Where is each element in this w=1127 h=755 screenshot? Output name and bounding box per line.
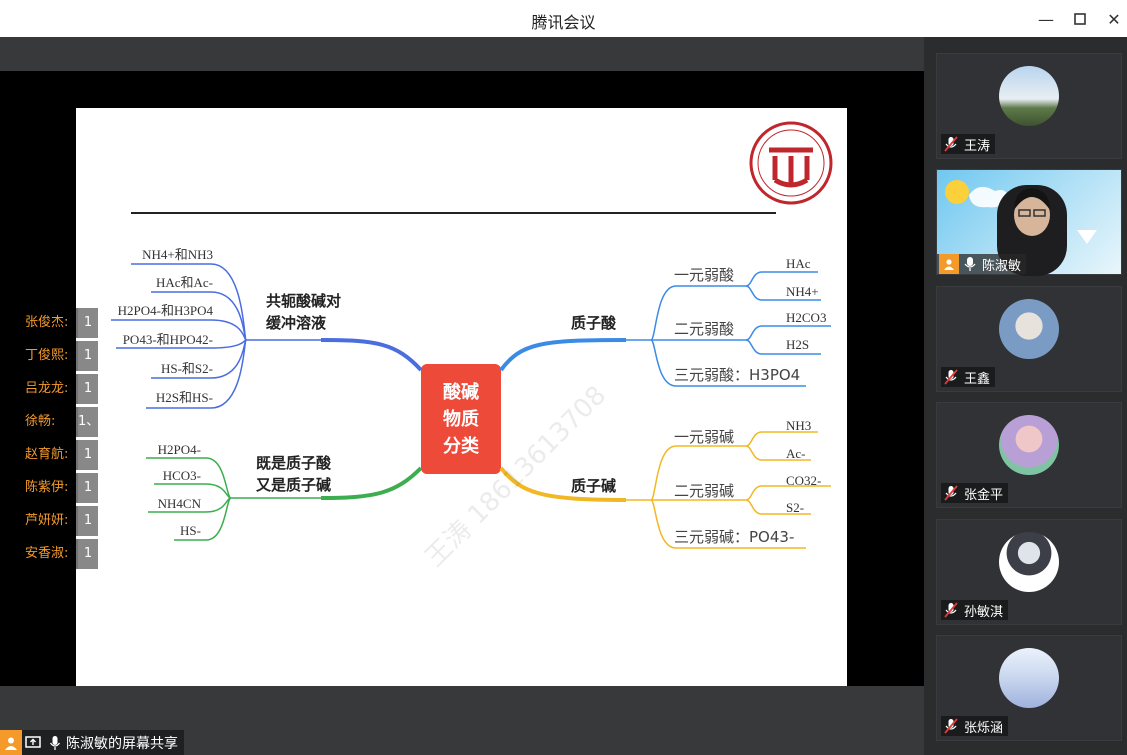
participant-name: 王涛 bbox=[964, 138, 991, 154]
mic-muted-icon bbox=[944, 602, 958, 618]
proton-base-title: 质子碱 bbox=[571, 477, 616, 495]
participant-tile[interactable]: 王涛 bbox=[936, 53, 1122, 159]
amphoteric-item: H2PO4- bbox=[158, 442, 201, 457]
share-label: 陈淑敏的屏幕共享 bbox=[66, 735, 178, 752]
base-item: S2- bbox=[786, 500, 804, 515]
avatar bbox=[999, 648, 1059, 708]
base-group-3: 三元弱碱：PO43- bbox=[674, 528, 794, 546]
video-feed bbox=[945, 180, 1097, 276]
chat-text: 1 bbox=[78, 341, 98, 371]
minimize-icon[interactable]: — bbox=[1038, 9, 1054, 29]
chat-message: 赵育航:1 bbox=[14, 440, 98, 470]
amphoteric-item: NH4CN bbox=[158, 496, 202, 511]
acid-item: HAc bbox=[786, 256, 811, 271]
conjugate-title-1: 共轭酸碱对 bbox=[266, 292, 341, 310]
screen-share-icon bbox=[22, 730, 44, 755]
participant-name: 孙敏淇 bbox=[964, 604, 1004, 620]
avatar bbox=[999, 415, 1059, 475]
microphone-icon bbox=[44, 730, 66, 755]
chat-sender: 安香淑: bbox=[14, 539, 78, 569]
participant-name: 王鑫 bbox=[964, 371, 991, 387]
center-node bbox=[421, 364, 501, 474]
base-group-1: 一元弱碱 bbox=[674, 428, 734, 446]
conjugate-item: H2S和HS- bbox=[156, 390, 213, 405]
chat-message: 陈紫伊:1 bbox=[14, 473, 98, 503]
university-logo bbox=[749, 121, 833, 205]
chat-sender: 徐畅: bbox=[14, 407, 78, 437]
chat-sender: 丁俊熙: bbox=[14, 341, 78, 371]
acid-group-2: 二元弱酸 bbox=[674, 320, 734, 338]
microphone-icon bbox=[964, 257, 976, 271]
amphoteric-title-2: 又是质子碱 bbox=[256, 476, 331, 494]
chat-text: 1、 bbox=[78, 407, 99, 437]
chat-text: 1 bbox=[78, 308, 98, 338]
avatar bbox=[999, 66, 1059, 126]
base-item: Ac- bbox=[786, 446, 806, 461]
chat-text: 1 bbox=[78, 440, 98, 470]
amphoteric-title-1: 既是质子酸 bbox=[256, 454, 332, 472]
conjugate-item: HAc和Ac- bbox=[156, 275, 213, 290]
chat-text: 1 bbox=[78, 374, 98, 404]
base-item: NH3 bbox=[786, 418, 811, 433]
participant-name: 张金平 bbox=[964, 487, 1004, 503]
participant-name: 张烁涵 bbox=[964, 720, 1004, 736]
participant-name: 陈淑敏 bbox=[982, 258, 1022, 274]
acid-item: NH4+ bbox=[786, 284, 819, 299]
host-icon bbox=[939, 254, 959, 274]
participant-tile[interactable]: 张金平 bbox=[936, 402, 1122, 508]
conjugate-title-2: 缓冲溶液 bbox=[266, 314, 327, 332]
conjugate-item: PO43-和HPO42- bbox=[123, 332, 213, 347]
conjugate-item: NH4+和NH3 bbox=[142, 247, 213, 262]
avatar bbox=[999, 532, 1059, 592]
avatar bbox=[999, 299, 1059, 359]
chat-overlay: 张俊杰:1 丁俊熙:1 吕龙龙:1 徐畅:1、 赵育航:1 陈紫伊:1 芦妍妍:… bbox=[14, 308, 99, 572]
chat-text: 1 bbox=[78, 539, 98, 569]
acid-item: H2CO3 bbox=[786, 310, 826, 325]
chat-sender: 芦妍妍: bbox=[14, 506, 78, 536]
chat-sender: 陈紫伊: bbox=[14, 473, 78, 503]
mic-muted-icon bbox=[944, 136, 958, 152]
amphoteric-item: HS- bbox=[180, 523, 201, 538]
chat-message: 安香淑:1 bbox=[14, 539, 98, 569]
participant-panel: 王涛 陈淑敏 王鑫 张金平 孙敏淇 张烁涵 bbox=[924, 37, 1127, 755]
chat-message: 吕龙龙:1 bbox=[14, 374, 98, 404]
mic-muted-icon bbox=[944, 718, 958, 734]
chat-sender: 赵育航: bbox=[14, 440, 78, 470]
mic-muted-icon bbox=[944, 369, 958, 385]
conjugate-item: H2PO4-和H3PO4 bbox=[118, 303, 214, 318]
chat-sender: 吕龙龙: bbox=[14, 374, 78, 404]
title-bar: 腾讯会议 — ✕ bbox=[0, 0, 1127, 37]
participant-tile-video[interactable]: 陈淑敏 bbox=[936, 169, 1122, 276]
chat-message: 丁俊熙:1 bbox=[14, 341, 98, 371]
screen-share-indicator[interactable]: 陈淑敏的屏幕共享 bbox=[0, 730, 184, 755]
participant-tile[interactable]: 王鑫 bbox=[936, 286, 1122, 392]
proton-acid-title: 质子酸 bbox=[571, 314, 617, 332]
close-icon[interactable]: ✕ bbox=[1107, 9, 1121, 29]
window-title: 腾讯会议 bbox=[531, 13, 596, 32]
center-line-2: 物质 bbox=[443, 408, 479, 430]
chat-sender: 张俊杰: bbox=[14, 308, 78, 338]
participant-tile[interactable]: 孙敏淇 bbox=[936, 519, 1122, 625]
mic-muted-icon bbox=[944, 485, 958, 501]
acid-item: H2S bbox=[786, 337, 809, 352]
acid-group-3: 三元弱酸：H3PO4 bbox=[674, 366, 800, 384]
acid-group-1: 一元弱酸 bbox=[674, 266, 734, 284]
amphoteric-item: HCO3- bbox=[163, 468, 201, 483]
chat-message: 芦妍妍:1 bbox=[14, 506, 98, 536]
chat-message: 张俊杰:1 bbox=[14, 308, 98, 338]
base-group-2: 二元弱碱 bbox=[674, 482, 734, 500]
center-line-3: 分类 bbox=[443, 435, 480, 457]
host-user-icon bbox=[0, 730, 22, 755]
maximize-icon[interactable] bbox=[1069, 8, 1091, 30]
base-item: CO32- bbox=[786, 473, 821, 488]
chat-text: 1 bbox=[78, 506, 98, 536]
chat-message: 徐畅:1、 bbox=[14, 407, 99, 437]
shared-slide: 酸碱 物质 分类 共轭酸碱对 缓冲溶液 NH4+和NH3 HAc和Ac- H2P… bbox=[76, 108, 847, 686]
participant-tile[interactable]: 张烁涵 bbox=[936, 635, 1122, 741]
center-line-1: 酸碱 bbox=[443, 381, 479, 403]
chat-text: 1 bbox=[78, 473, 98, 503]
conjugate-item: HS-和S2- bbox=[161, 361, 213, 376]
